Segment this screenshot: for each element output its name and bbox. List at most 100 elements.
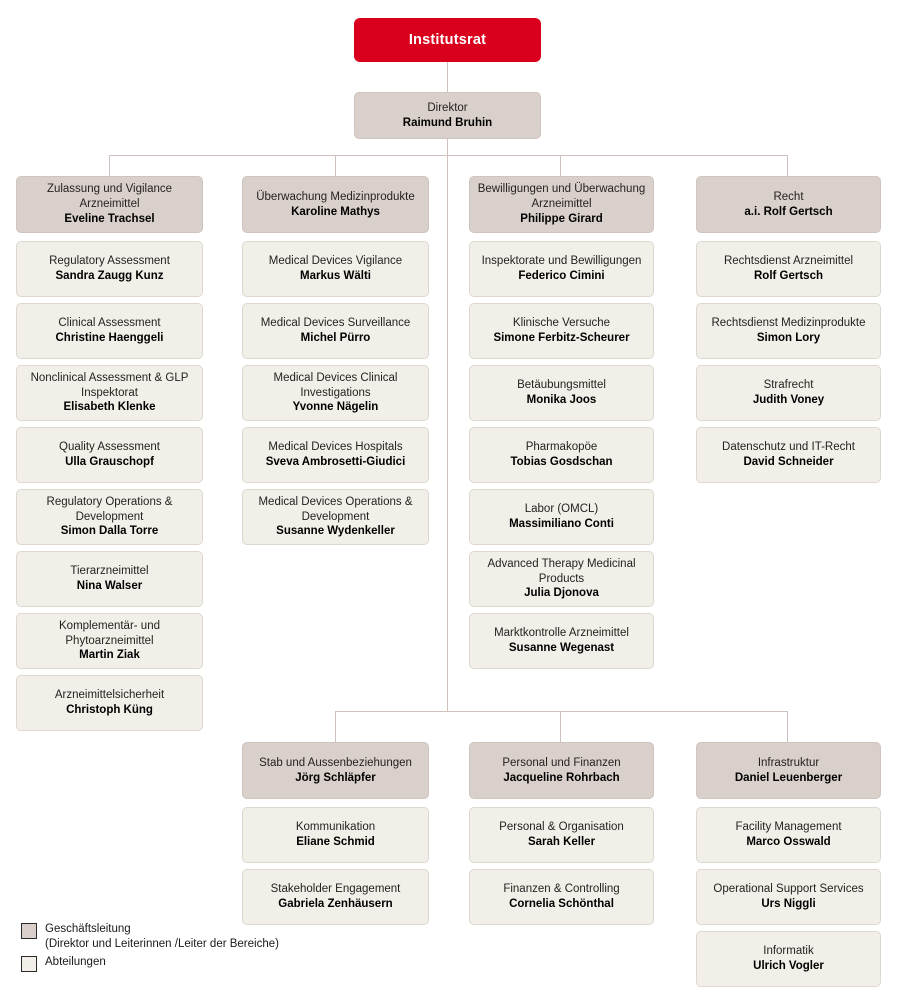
node-unit: Nonclinical Assessment & GLP Inspektorat	[30, 371, 189, 399]
node-dept-col1-3[interactable]: Quality Assessment Ulla Grauschopf	[16, 427, 203, 483]
node-dept-col1-0[interactable]: Regulatory Assessment Sandra Zaugg Kunz	[16, 241, 203, 297]
node-unit: Zulassung und Vigilance Arzneimittel	[46, 183, 173, 211]
node-dept-col3-1[interactable]: Klinische Versuche Simone Ferbitz-Scheur…	[469, 303, 654, 359]
node-dept-col4-2[interactable]: Strafrecht Judith Voney	[696, 365, 881, 421]
node-unit: Medical Devices Clinical Investigations	[273, 371, 398, 399]
node-head-col1[interactable]: Zulassung und Vigilance Arzneimittel Eve…	[16, 176, 203, 233]
legend-label-departments: Abteilungen	[45, 956, 106, 969]
node-unit: Datenschutz und IT-Recht	[722, 441, 855, 454]
node-person: Monika Joos	[526, 394, 597, 406]
node-dept-col3-3[interactable]: Pharmakopöe Tobias Gosdschan	[469, 427, 654, 483]
node-unit: Facility Management	[735, 821, 842, 834]
node-dept-col2-3[interactable]: Medical Devices Hospitals Sveva Ambroset…	[242, 427, 429, 483]
node-unit: Bewilligungen und Überwachung Arzneimitt…	[477, 183, 646, 211]
node-unit: Überwachung Medizinprodukte	[256, 190, 415, 203]
node-dept-lower3-2[interactable]: Informatik Ulrich Vogler	[696, 931, 881, 987]
node-institutsrat[interactable]: Institutsrat Institutsrat	[354, 18, 541, 62]
node-dept-col1-5[interactable]: Tierarzneimittel Nina Walser	[16, 551, 203, 607]
connector-drop-lower1	[335, 711, 336, 742]
node-dept-lower2-1[interactable]: Finanzen & Controlling Cornelia Schöntha…	[469, 869, 654, 925]
node-dept-col2-0[interactable]: Medical Devices Vigilance Markus Wälti	[242, 241, 429, 297]
connector-drop-col2	[335, 155, 336, 176]
node-dept-lower3-0[interactable]: Facility Management Marco Osswald	[696, 807, 881, 863]
node-person: Ulrich Vogler	[753, 960, 824, 972]
node-dept-col1-1[interactable]: Clinical Assessment Christine Haenggeli	[16, 303, 203, 359]
node-head-lower1[interactable]: Stab und Aussenbeziehungen Jörg Schläpfe…	[242, 742, 429, 799]
node-person: Nina Walser	[76, 580, 143, 592]
node-dept-col1-7[interactable]: Arzneimittelsicherheit Christoph Küng	[16, 675, 203, 731]
node-head-col4[interactable]: Recht a.i. Rolf Gertsch	[696, 176, 881, 233]
node-person: Christine Haenggeli	[55, 332, 164, 344]
connector-root-to-director	[447, 62, 448, 92]
node-unit: Pharmakopöe	[525, 441, 598, 454]
node-person: Massimiliano Conti	[509, 518, 614, 530]
node-person: Raimund Bruhin	[402, 116, 493, 129]
node-dept-lower1-0[interactable]: Kommunikation Eliane Schmid	[242, 807, 429, 863]
node-unit: Medical Devices Surveillance	[260, 317, 411, 330]
connector-drop-lower2	[560, 711, 561, 742]
node-person: Eliane Schmid	[296, 836, 375, 848]
legend-label-management-line1: Geschäftsleitung	[45, 923, 131, 935]
node-dept-col1-2[interactable]: Nonclinical Assessment & GLP Inspektorat…	[16, 365, 203, 421]
node-unit: Betäubungsmittel	[517, 379, 606, 392]
node-dept-lower1-1[interactable]: Stakeholder Engagement Gabriela Zenhäuse…	[242, 869, 429, 925]
node-person: Karoline Mathys	[291, 205, 380, 218]
legend-swatch-management-icon	[21, 923, 37, 939]
node-head-col3[interactable]: Bewilligungen und Überwachung Arzneimitt…	[469, 176, 654, 233]
legend-item-departments: Abteilungen	[21, 955, 279, 973]
connector-bus-bottom	[335, 711, 787, 712]
node-person: Simon Dalla Torre	[60, 525, 159, 538]
node-unit: Medical Devices Vigilance	[268, 255, 403, 268]
node-person: Susanne Wegenast	[508, 642, 615, 654]
legend-label-management: Geschäftsleitung (Direktor und Leiterinn…	[45, 922, 279, 952]
node-unit: Strafrecht	[763, 379, 814, 392]
node-unit: Operational Support Services	[713, 883, 864, 896]
node-unit: Rechtsdienst Medizinprodukte	[711, 317, 866, 330]
node-dept-col3-2[interactable]: Betäubungsmittel Monika Joos	[469, 365, 654, 421]
node-person: Sarah Keller	[527, 836, 596, 848]
node-person: Ulla Grauschopf	[65, 456, 154, 468]
legend-item-management: Geschäftsleitung (Direktor und Leiterinn…	[21, 922, 279, 952]
node-dept-col1-4[interactable]: Regulatory Operations & Development Simo…	[16, 489, 203, 545]
legend-swatch-departments-icon	[21, 956, 37, 973]
node-dept-lower2-0[interactable]: Personal & Organisation Sarah Keller	[469, 807, 654, 863]
node-unit: Kommunikation	[295, 821, 376, 834]
connector-drop-col4	[787, 155, 788, 176]
node-unit: Marktkontrolle Arzneimittel	[494, 627, 629, 640]
node-dept-col1-6[interactable]: Komplementär- und Phytoarzneimittel Mart…	[16, 613, 203, 669]
node-dept-col3-6[interactable]: Marktkontrolle Arzneimittel Susanne Wege…	[469, 613, 654, 669]
node-dept-col4-0[interactable]: Rechtsdienst Arzneimittel Rolf Gertsch	[696, 241, 881, 297]
node-person: Cornelia Schönthal	[509, 898, 614, 910]
node-unit: Regulatory Assessment	[49, 255, 170, 268]
node-unit: Arzneimittelsicherheit	[54, 689, 165, 702]
node-head-col2[interactable]: Überwachung Medizinprodukte Karoline Mat…	[242, 176, 429, 233]
node-head-lower2[interactable]: Personal und Finanzen Jacqueline Rohrbac…	[469, 742, 654, 799]
node-unit: Informatik	[763, 945, 814, 958]
node-person: Martin Ziak	[79, 649, 140, 662]
node-dept-col2-2[interactable]: Medical Devices Clinical Investigations …	[242, 365, 429, 421]
node-dept-col3-0[interactable]: Inspektorate und Bewilligungen Federico …	[469, 241, 654, 297]
node-person: Christoph Küng	[66, 704, 153, 716]
node-direktor[interactable]: Direktor Raimund Bruhin	[354, 92, 541, 139]
node-dept-col4-3[interactable]: Datenschutz und IT-Recht David Schneider	[696, 427, 881, 483]
node-dept-col2-1[interactable]: Medical Devices Surveillance Michel Pürr…	[242, 303, 429, 359]
node-unit: Komplementär- und Phytoarzneimittel	[59, 619, 160, 647]
node-person: Marco Osswald	[746, 836, 831, 848]
node-unit: Personal & Organisation	[499, 821, 624, 834]
node-unit: Personal und Finanzen	[502, 756, 621, 769]
node-dept-col3-4[interactable]: Labor (OMCL) Massimiliano Conti	[469, 489, 654, 545]
node-unit: Regulatory Operations & Development	[46, 495, 173, 523]
node-dept-col2-4[interactable]: Medical Devices Operations & Development…	[242, 489, 429, 545]
node-unit: Inspektorate und Bewilligungen	[481, 255, 642, 268]
node-person: Sveva Ambrosetti-Giudici	[265, 456, 406, 468]
node-dept-col3-5[interactable]: Advanced Therapy Medicinal Products Juli…	[469, 551, 654, 607]
node-dept-col4-1[interactable]: Rechtsdienst Medizinprodukte Simon Lory	[696, 303, 881, 359]
node-unit: Stab und Aussenbeziehungen	[259, 756, 412, 769]
node-person: Yvonne Nägelin	[292, 401, 379, 414]
legend: Geschäftsleitung (Direktor und Leiterinn…	[21, 922, 279, 975]
node-dept-lower3-1[interactable]: Operational Support Services Urs Niggli	[696, 869, 881, 925]
node-person: Sandra Zaugg Kunz	[55, 270, 164, 282]
connector-bus-top	[109, 155, 787, 156]
node-head-lower3[interactable]: Infrastruktur Daniel Leuenberger	[696, 742, 881, 799]
node-unit: Stakeholder Engagement	[270, 883, 401, 896]
